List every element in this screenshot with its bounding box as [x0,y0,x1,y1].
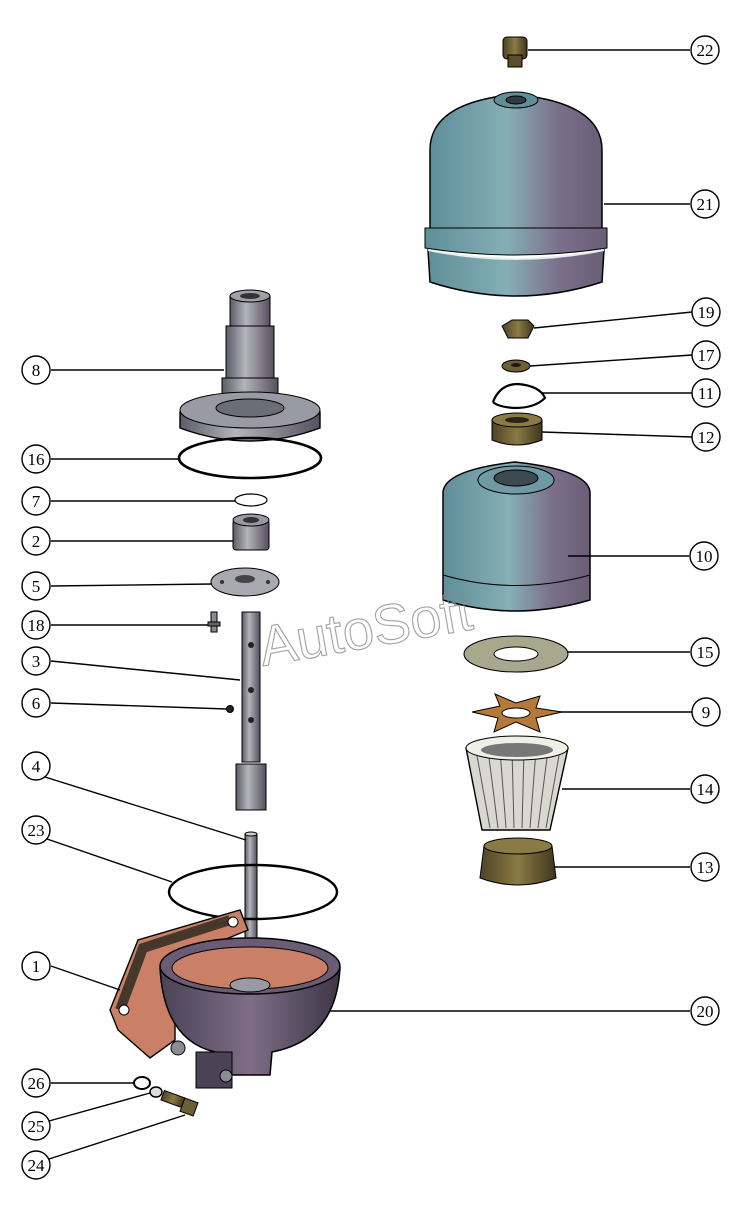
callout-label: 22 [697,41,714,60]
leader-19 [533,311,693,329]
callout-label: 1 [32,957,41,976]
callout-11: 11 [691,378,721,408]
part-2-nozzle-nut [232,513,270,551]
part-16-o-ring [177,436,323,480]
leader-25 [48,1092,151,1122]
callout-18: 18 [21,610,51,640]
callout-label: 18 [28,616,45,635]
part-15-disc [463,635,569,673]
part-17-washer [501,359,531,373]
callout-label: 5 [32,577,41,596]
part-8-hub [179,289,321,442]
part-19-nut [501,319,535,339]
part-14-filter-cone [465,735,569,831]
leader-4 [44,776,247,841]
part-7-ring [234,493,268,507]
part-20-base-housing [159,937,341,1089]
part-11-circlip [491,382,547,410]
callout-label: 9 [702,703,711,722]
callout-label: 7 [32,492,41,511]
part-24-bolt [160,1089,199,1117]
callout-15: 15 [690,637,720,667]
callout-label: 6 [32,694,41,713]
leader-3 [50,660,241,681]
callout-label: 11 [698,384,714,403]
callout-7: 7 [21,486,51,516]
callout-10: 10 [689,541,719,571]
leader-5 [50,583,213,587]
callout-label: 21 [697,195,714,214]
callout-22: 22 [690,35,720,65]
callout-14: 14 [690,774,720,804]
part-9-impeller [471,693,563,733]
callout-label: 25 [28,1117,45,1136]
leader-1 [50,965,121,991]
part-6-ball [226,705,234,713]
callout-8: 8 [21,355,51,385]
part-25-washer [149,1086,163,1098]
callout-13: 13 [690,852,720,882]
callout-1: 1 [21,951,51,981]
callout-label: 24 [28,1156,46,1175]
callout-label: 13 [697,858,714,877]
callout-19: 19 [691,297,721,327]
callout-16: 16 [21,444,51,474]
callout-24: 24 [21,1150,51,1180]
part-23-o-ring [167,863,339,921]
callout-label: 2 [32,532,41,551]
callout-17: 17 [691,340,721,370]
callout-2: 2 [21,526,51,556]
callout-label: 16 [28,450,45,469]
leader-lines [44,49,693,1160]
part-22-plug [502,36,528,68]
callout-5: 5 [21,571,51,601]
part-21-rotor-cover [424,91,608,297]
part-5-plate [210,567,280,597]
leader-12 [541,431,693,438]
callout-label: 12 [698,428,715,447]
callout-label: 10 [696,547,713,566]
callout-label: 19 [698,303,715,322]
callouts: 1 2 3 4 5 6 7 8 9 10 11 12 13 14 15 16 1… [21,35,721,1180]
leader-6 [50,702,228,710]
callout-label: 20 [697,1002,714,1021]
part-3-spindle [235,611,267,811]
part-12-bushing [491,412,543,446]
callout-label: 3 [32,652,41,671]
leader-17 [529,354,693,367]
callout-label: 14 [697,780,715,799]
callout-label: 23 [28,821,45,840]
callout-9: 9 [691,697,721,727]
callout-21: 21 [690,189,720,219]
callout-20: 20 [690,996,720,1026]
part-26-seal-ring [133,1076,151,1090]
callout-label: 4 [32,757,41,776]
callout-26: 26 [21,1068,51,1098]
callout-label: 17 [698,346,716,365]
callout-label: 8 [32,361,41,380]
callout-25: 25 [21,1111,51,1141]
callout-4: 4 [21,751,51,781]
part-18-screw [207,611,221,633]
part-13-base-bushing [479,837,557,886]
callout-23: 23 [21,815,51,845]
callout-label: 15 [697,643,714,662]
leader-23 [46,838,173,883]
callout-12: 12 [691,422,721,452]
part-10-rotor-body [442,461,591,612]
watermark-text: AutoSoft [254,579,477,678]
callout-3: 3 [21,646,51,676]
callout-6: 6 [21,688,51,718]
callout-label: 26 [28,1074,45,1093]
leader-24 [48,1114,186,1160]
